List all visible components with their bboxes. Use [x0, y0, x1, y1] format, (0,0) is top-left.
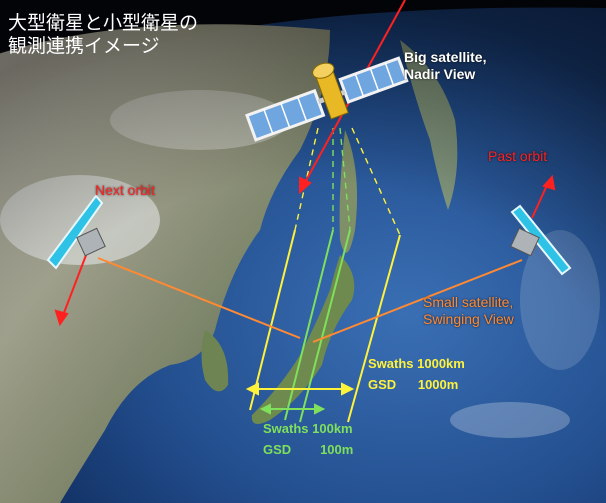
- next-orbit-label: Next orbit: [95, 182, 155, 198]
- small-satellite-past-icon: [510, 204, 572, 276]
- big-sat-view-lines: [294, 127, 401, 236]
- small-swath-label: Swaths 100km: [263, 421, 353, 436]
- past-orbit-label: Past orbit: [488, 148, 548, 164]
- small-satellite-label: Small satellite, Swinging View: [423, 294, 514, 327]
- small-swath-width-arrow: [259, 403, 326, 415]
- big-swath-boundary-lines: [249, 229, 401, 423]
- big-swath-label: Swaths 1000km: [368, 356, 465, 371]
- big-gsd-label: GSD 1000m: [368, 377, 459, 392]
- big-satellite-label: Big satellite, Nadir View: [404, 49, 487, 82]
- diagram-title: 大型衛星と小型衛星の 観測連携イメージ: [8, 12, 199, 57]
- small-sat-pointing-lines: [97, 257, 523, 343]
- small-gsd-label: GSD 100m: [263, 442, 354, 457]
- small-sat-view-lines: [332, 127, 351, 231]
- big-satellite-icon: [245, 56, 409, 142]
- big-swath-width-arrow: [245, 382, 355, 396]
- small-satellite-next-icon: [46, 194, 106, 270]
